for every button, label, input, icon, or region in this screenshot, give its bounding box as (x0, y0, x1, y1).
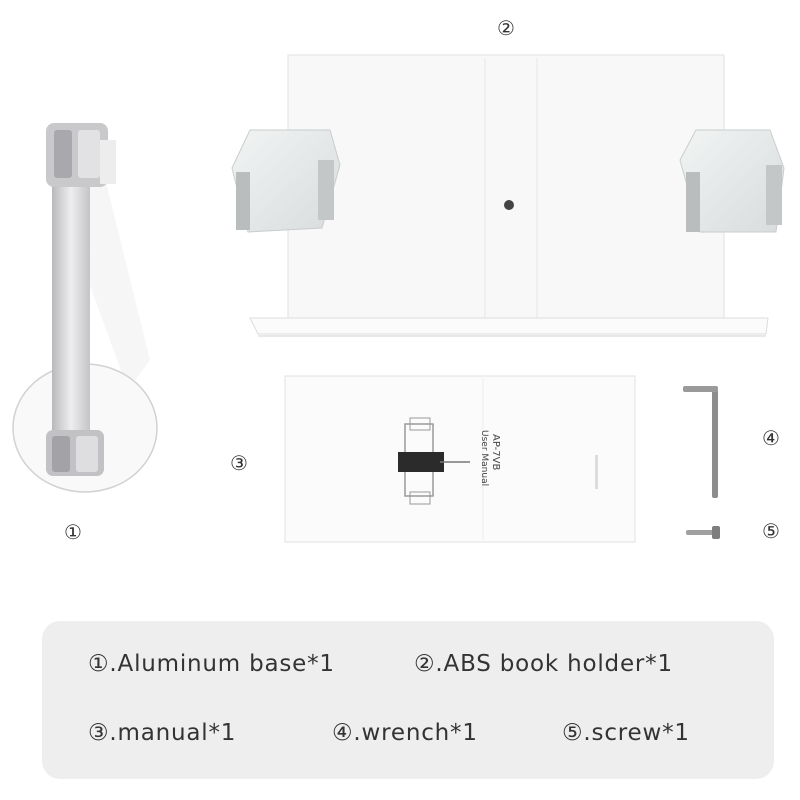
manual-model-text: AP-7VB (490, 434, 501, 470)
callout-holder: ② (497, 16, 515, 40)
abs-book-holder (231, 54, 785, 337)
legend-item-manual: ③.manual*1 (88, 720, 237, 746)
wrench (683, 386, 718, 498)
user-manual: AP-7VB User Manual (284, 375, 636, 543)
callout-manual: ③ (230, 451, 248, 475)
callout-base: ① (64, 520, 82, 544)
legend-item-screw: ⑤.screw*1 (562, 720, 690, 746)
legend-item-base: ①.Aluminum base*1 (88, 651, 335, 677)
callout-wrench: ④ (762, 426, 780, 450)
callout-screw: ⑤ (762, 519, 780, 543)
legend-item-holder: ②.ABS book holder*1 (414, 651, 673, 677)
legend-item-wrench: ④.wrench*1 (332, 720, 478, 746)
manual-title-text: User Manual (479, 430, 489, 486)
screw (686, 526, 720, 539)
aluminum-base (12, 123, 158, 493)
parts-legend: ①.Aluminum base*1 ②.ABS book holder*1 ③.… (42, 621, 774, 779)
